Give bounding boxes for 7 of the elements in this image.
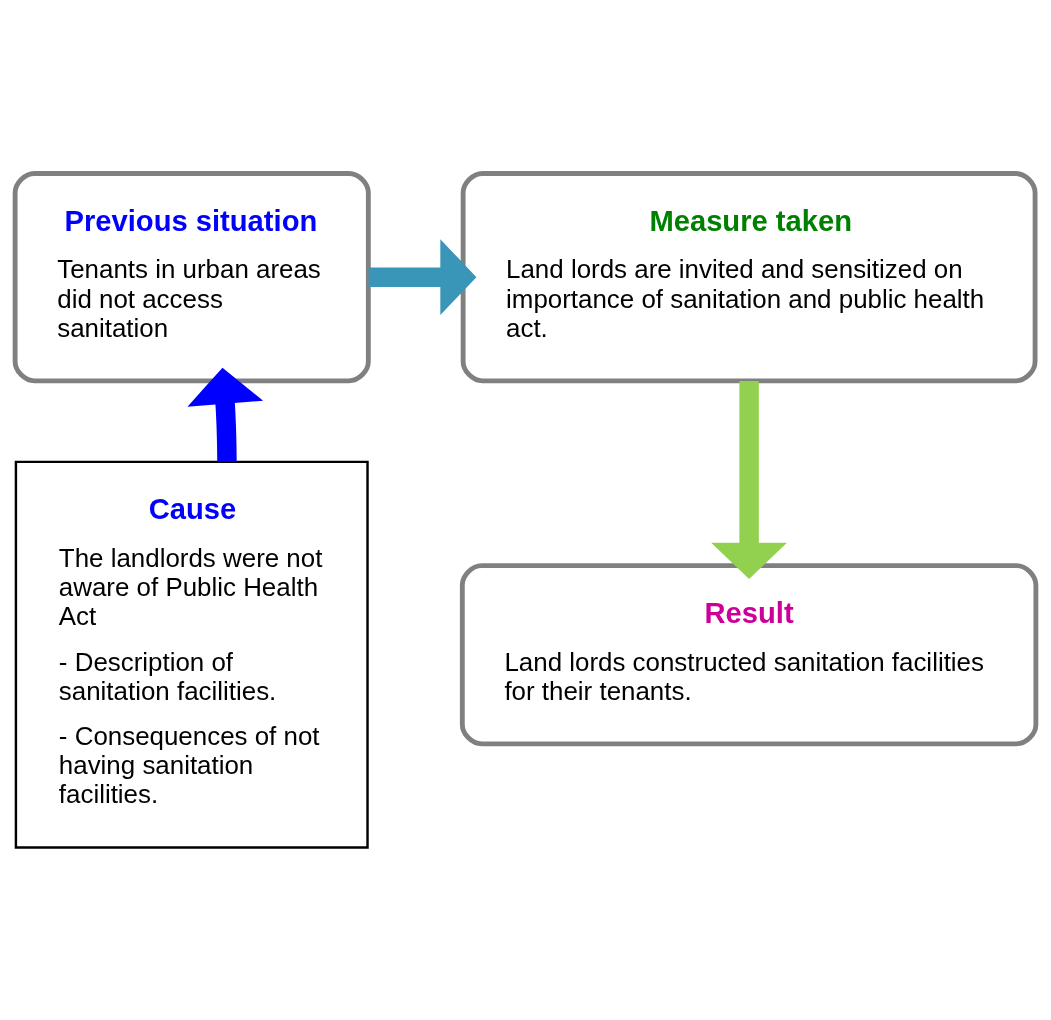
node-box: Cause The landlords were not aware of Public Health Act - Description of sanitation facilities. - Consequences of not having sanitation facilities. [14,460,369,849]
arrow [187,367,264,462]
node-box: Previous situation Tenants in urban areas did not access sanitation [12,170,371,383]
arrow [368,238,477,315]
node-box: Result Land lords constructed sanitation facilities for their tenants. [459,562,1039,746]
node-box: Measure taken Land lords are invited and sensitized on importance of sanitation and public health act. [460,170,1038,383]
arrow [711,380,787,579]
